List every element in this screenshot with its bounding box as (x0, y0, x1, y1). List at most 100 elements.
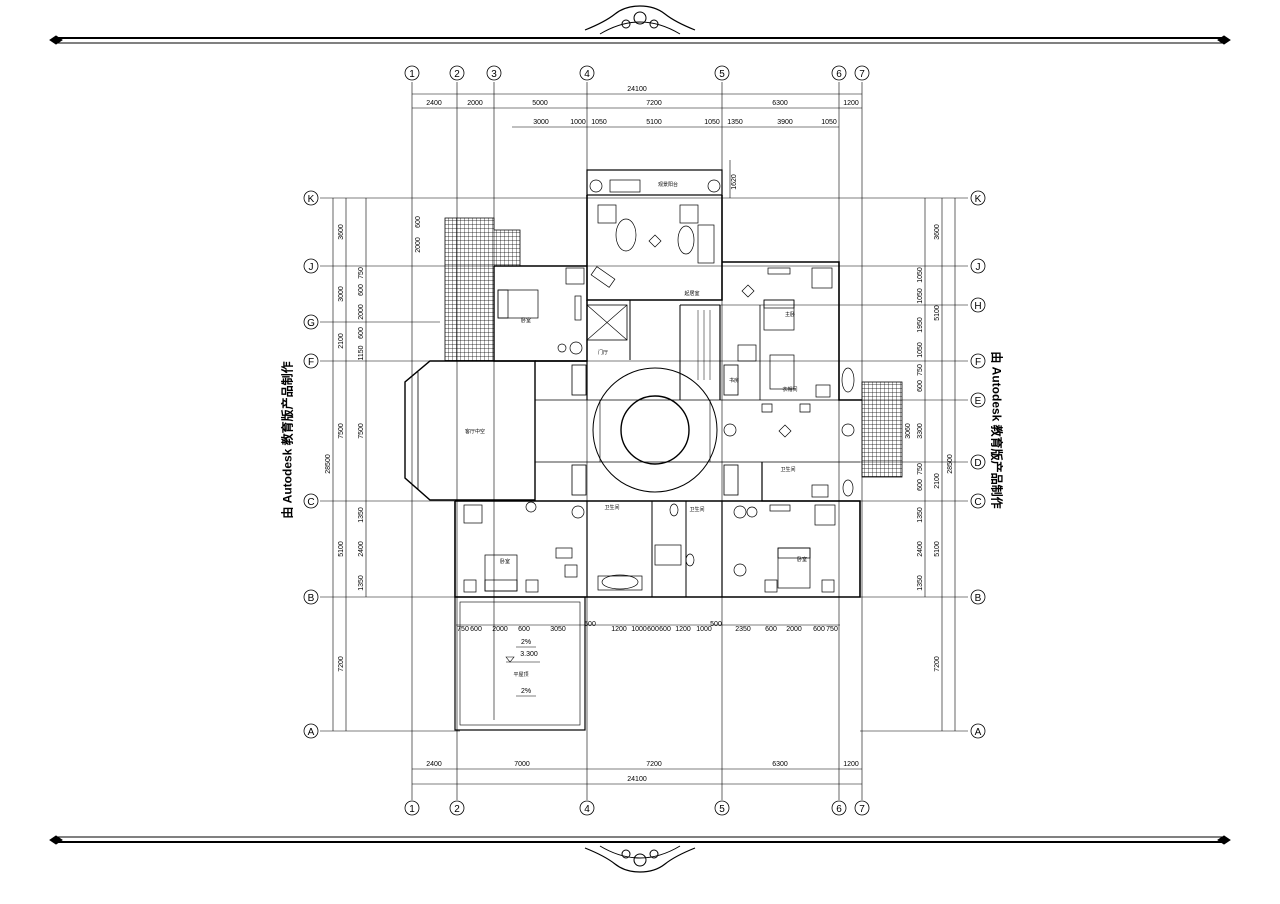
dim-right-inner: 2400 (917, 541, 924, 557)
dim-mid: 600 (765, 626, 777, 633)
dim-right-inner: 600 (917, 380, 924, 392)
dim-right-total: 28500 (947, 454, 954, 474)
room-roof-terrace: 平屋顶 (513, 672, 528, 678)
dim-top-1: 2000 (467, 100, 483, 107)
dim-left-inner: 7500 (358, 423, 365, 439)
dim-bottom: 6300 (772, 761, 788, 768)
roof-annotations: 2% 3.300 2% (505, 639, 540, 697)
dim-right-inner: 1950 (917, 317, 924, 333)
dim-top-1: 7200 (646, 100, 662, 107)
col-label: 4 (584, 804, 590, 815)
col-label: 7 (859, 804, 865, 815)
dim-left-inner: 750 (358, 267, 365, 279)
dim-right-inner: 3300 (917, 423, 924, 439)
slope-top: 2% (521, 639, 531, 646)
watermark-right: 由 Autodesk 教育版产品制作 (989, 351, 1004, 509)
col-label: 7 (859, 69, 865, 80)
dim-mid: 500 (584, 621, 596, 628)
dim-bottom: 2400 (426, 761, 442, 768)
dim-mid: 2350 (735, 626, 751, 633)
dim-right-inner: 1050 (917, 267, 924, 283)
roof-terrace-hatch (444, 217, 903, 478)
room-bedroom-sw: 卧室 (500, 558, 510, 565)
grid-labels: 1 2 3 4 5 6 7 1 2 4 5 6 7 K J G F C B A … (307, 69, 982, 815)
dim-bottom: 1200 (843, 761, 859, 768)
col-label: 2 (454, 69, 460, 80)
room-living: 起居室 (684, 290, 699, 297)
col-label: 1 (409, 69, 415, 80)
row-label: E (975, 396, 982, 407)
dim-left-inner: 1350 (358, 575, 365, 591)
dim-left: 7200 (338, 656, 345, 672)
top-ornament-border (49, 5, 1231, 45)
dim-mid: 1200 (675, 626, 691, 633)
dim-right-inner: 1350 (917, 507, 924, 523)
dim-top-2: 1000 (570, 119, 586, 126)
dim-left: 3600 (338, 224, 345, 240)
dim-mid: 600 (647, 626, 659, 633)
dim-top-total: 24100 (627, 86, 647, 93)
dim-left-total: 28500 (325, 454, 332, 474)
room-bath-s2: 卫生间 (689, 506, 704, 513)
dim-left-inner: 600 (358, 284, 365, 296)
dim-top-1: 5000 (532, 100, 548, 107)
dimension-text: 24100 2400 2000 5000 7200 6300 1200 3000… (426, 86, 859, 783)
dim-left-inner: 600 (358, 327, 365, 339)
row-label: J (309, 262, 314, 273)
dim-mid: 3050 (550, 626, 566, 633)
row-label: K (308, 194, 315, 205)
dim-left-inner: 2000 (415, 237, 422, 253)
dim-top-2: 3900 (777, 119, 793, 126)
room-dressing: 衣帽间 (782, 386, 797, 393)
dim-left: 5100 (338, 541, 345, 557)
dim-bottom: 7200 (646, 761, 662, 768)
row-label: H (974, 301, 981, 312)
room-balcony-top: 观景阳台 (658, 181, 678, 188)
dim-mid: 1000 (631, 626, 647, 633)
col-label: 3 (491, 69, 497, 80)
room-bath-e: 卫生间 (780, 466, 795, 473)
dim-mid: 600 (813, 626, 825, 633)
dim-left-inner: 1150 (358, 345, 365, 360)
dim-mid: 500 (710, 621, 722, 628)
col-label: 5 (719, 69, 725, 80)
row-label: K (975, 194, 982, 205)
dim-left: 3000 (338, 286, 345, 302)
dim-top-2: 5100 (646, 119, 662, 126)
watermark-left: 由 Autodesk 教育版产品制作 (280, 361, 295, 519)
dim-mid: 600 (659, 626, 671, 633)
dim-left-inner: 600 (415, 216, 422, 228)
dim-right: 5100 (934, 541, 941, 557)
col-label: 5 (719, 804, 725, 815)
dim-right-inner: 1350 (917, 575, 924, 591)
dim-top-2: 1050 (704, 119, 720, 126)
slope-bottom: 2% (521, 688, 531, 695)
dim-bottom-total: 24100 (627, 776, 647, 783)
room-bedroom-se: 卧室 (797, 556, 807, 563)
dim-mid: 600 (518, 626, 530, 633)
furniture-symbols (463, 179, 855, 593)
row-label: F (975, 357, 981, 368)
row-label: D (974, 458, 981, 469)
dim-right-inner: 600 (917, 479, 924, 491)
dim-bottom: 7000 (514, 761, 530, 768)
dim-mid: 750 (457, 626, 469, 633)
dim-right: 5100 (934, 305, 941, 321)
dim-right: 3600 (934, 224, 941, 240)
dim-right-inner: 750 (917, 463, 924, 475)
row-label: F (308, 357, 314, 368)
dim-left-inner: 2000 (358, 304, 365, 320)
dim-right-inner: 3060 (905, 423, 912, 439)
row-label: B (308, 593, 315, 604)
dimension-text-vertical: 3600 3000 2100 7500 5100 7200 28500 2000… (325, 216, 954, 672)
bottom-ornament-border (49, 835, 1231, 873)
row-label: A (308, 727, 315, 738)
elevation-mark: 3.300 (520, 651, 538, 658)
row-label: J (976, 262, 981, 273)
dim-left-inner: 2400 (358, 541, 365, 557)
col-label: 4 (584, 69, 590, 80)
col-label: 2 (454, 804, 460, 815)
row-label: A (975, 727, 982, 738)
dim-left: 7500 (338, 423, 345, 439)
